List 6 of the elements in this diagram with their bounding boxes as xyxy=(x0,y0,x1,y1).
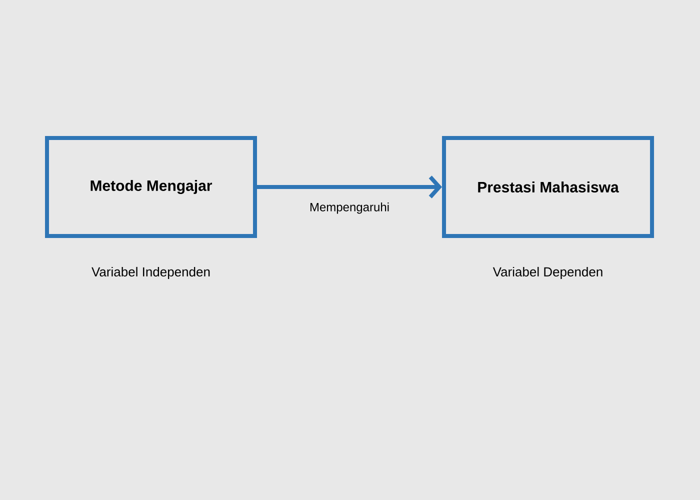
edge-label: Mempengaruhi xyxy=(310,202,389,214)
node-label: Variabel Independen xyxy=(92,266,210,280)
process-box: Prestasi Mahasiswa xyxy=(442,136,654,238)
node-label: Variabel Dependen xyxy=(492,266,602,280)
arrow xyxy=(257,176,442,198)
process-box: Metode Mengajar xyxy=(45,136,257,238)
